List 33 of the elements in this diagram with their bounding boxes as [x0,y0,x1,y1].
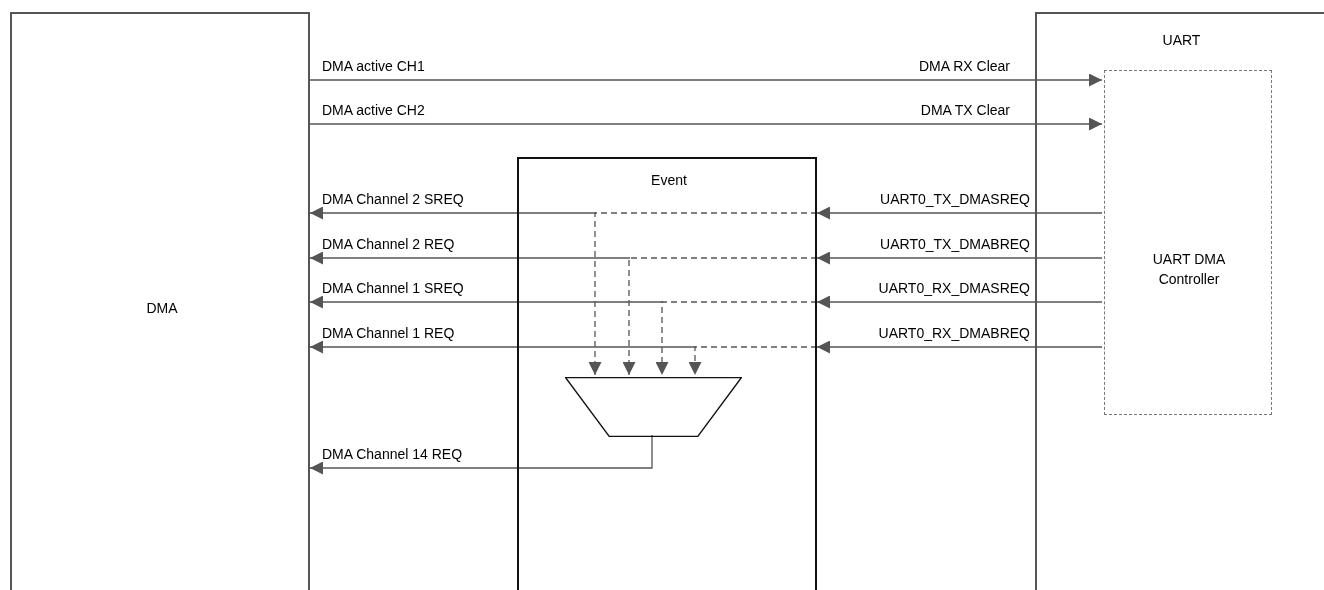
dashed-arrow [655,301,818,376]
arrow [816,206,1103,220]
arrow [309,434,653,475]
multiplexer-symbol [565,377,742,437]
dashed-arrow [588,212,818,376]
block-label: UART [1161,31,1202,50]
edge-label: UART0_RX_DMASREQ [878,280,1030,296]
arrow [816,251,1103,265]
edge-label: DMA Channel 1 SREQ [322,280,464,296]
arrow [309,117,1103,131]
signal-label: DMA TX Clear [920,102,1010,118]
edge-label: UART0_TX_DMASREQ [880,191,1030,207]
controller-box [1104,70,1272,415]
block-label: DMA [145,299,179,318]
block-label: UART DMA Controller [1151,250,1227,289]
arrow [309,73,1103,87]
module-block [10,12,310,590]
edge-label: DMA active CH1 [322,58,425,74]
edge-label: DMA Channel 1 REQ [322,325,455,341]
module-block [1035,12,1324,590]
arrow [816,295,1103,309]
edge-label: DMA Channel 2 REQ [322,236,455,252]
edge-label: UART0_RX_DMABREQ [878,325,1030,341]
edge-label: UART0_TX_DMABREQ [880,236,1030,252]
dashed-arrow [622,257,818,376]
edge-label: DMA Channel 14 REQ [322,446,463,462]
dashed-arrow [688,346,818,376]
edge-label: DMA Channel 2 SREQ [322,191,464,207]
block-label: Event [650,171,688,190]
signal-label: DMA RX Clear [918,58,1010,74]
edge-label: DMA active CH2 [322,102,425,118]
event-block [517,157,817,590]
arrow [816,340,1103,354]
